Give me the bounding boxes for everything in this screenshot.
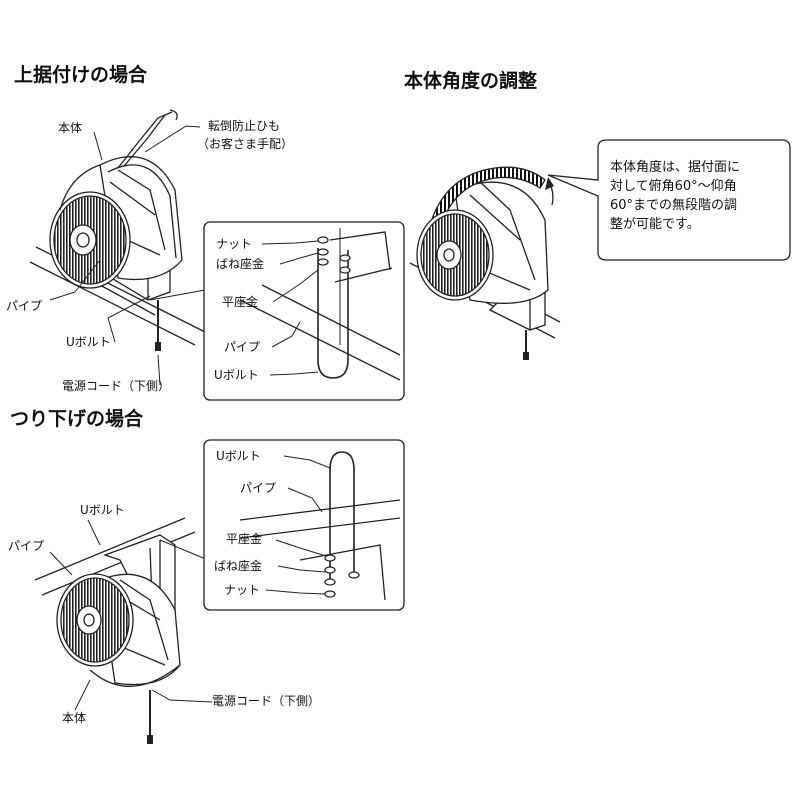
hang-label-body: 本体 <box>62 711 87 725</box>
top-label-strap-2: （お客さま手配） <box>197 137 294 151</box>
top-mount-figure <box>29 109 405 401</box>
top-fan-body <box>49 156 183 289</box>
angle-adjust-heading: 本体角度の調整 <box>404 70 538 92</box>
hang-mount-heading: つり下げの場合 <box>10 408 144 430</box>
top-detail-ubolt: Uボルト <box>214 368 259 382</box>
top-leaders <box>49 125 206 386</box>
hang-mount-figure <box>34 439 405 744</box>
top-label-pipe: パイプ <box>6 299 43 313</box>
angle-note-line4: 整が可能です。 <box>610 217 700 232</box>
hang-detail-ubolt: Uボルト <box>216 449 261 463</box>
hang-label-cord: 電源コード（下側） <box>212 694 321 708</box>
top-strap <box>117 109 178 169</box>
angle-note-line1: 本体角度は、据付面に <box>610 160 741 175</box>
hang-detail-spring-washer: ばね座金 <box>214 559 263 573</box>
top-label-strap-1: 転倒防止ひも <box>208 119 281 133</box>
hang-detail-pipe: パイプ <box>240 481 277 495</box>
top-detail-spring-washer: ばね座金 <box>216 257 265 271</box>
top-mount-heading: 上据付けの場合 <box>14 64 148 86</box>
angle-figure <box>409 139 791 360</box>
top-detail-pipe: パイプ <box>224 340 261 354</box>
hang-label-pipe: パイプ <box>8 539 45 553</box>
hang-leaders <box>49 519 213 711</box>
hang-detail-nut: ナット <box>224 583 261 597</box>
top-detail-flat-washer: 平座金 <box>222 295 259 309</box>
top-label-cord: 電源コード（下側） <box>62 379 171 393</box>
hang-detail-flat-washer: 平座金 <box>226 532 263 546</box>
angle-callout-bubble <box>547 139 791 261</box>
hang-detail-box <box>203 439 405 611</box>
hang-label-ubolt: Uボルト <box>80 503 125 517</box>
top-label-ubolt: Uボルト <box>66 335 111 349</box>
top-detail-nut: ナット <box>216 237 253 251</box>
hang-fan-body <box>56 573 181 687</box>
angle-note-line2: 対して俯角60°～仰角 <box>610 179 737 194</box>
angle-note: 本体角度は、据付面に 対して俯角60°～仰角 60°までの無段階の調 整が可能で… <box>610 158 786 234</box>
top-label-body: 本体 <box>58 121 83 135</box>
angle-fan-body <box>416 166 549 304</box>
top-detail-box <box>203 221 405 401</box>
angle-note-line3: 60°までの無段階の調 <box>610 198 738 213</box>
